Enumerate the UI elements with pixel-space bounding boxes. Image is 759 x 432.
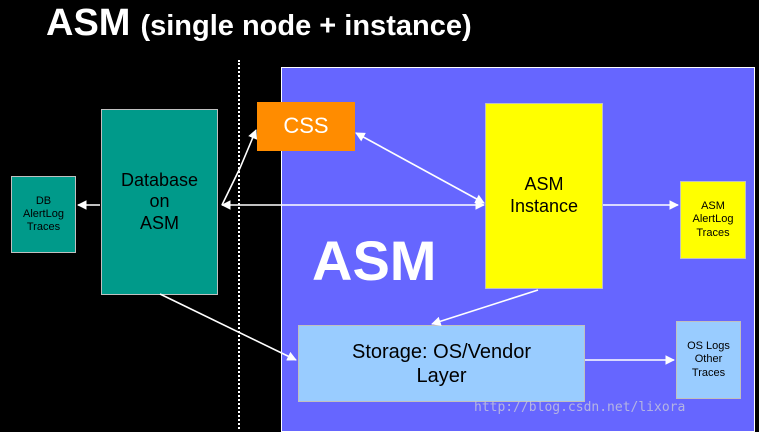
arrow-asm-instance-to-storage: [431, 289, 539, 326]
database-on-asm-box: Database on ASM: [101, 109, 218, 295]
css-box: CSS: [257, 102, 355, 151]
db-alertlog-traces-box: DB AlertLog Traces: [11, 176, 76, 253]
arrow-database-to-storage: [159, 293, 297, 361]
title-subtitle: (single node + instance): [140, 10, 472, 42]
watermark: http://blog.csdn.net/lixora: [474, 400, 686, 415]
arrow-database-to-css: [221, 129, 258, 206]
storage-layer-box: Storage: OS/Vendor Layer: [298, 325, 585, 402]
title-main: ASM: [46, 2, 131, 44]
arrow-css-asm-instance: [355, 132, 485, 204]
os-logs-traces-box: OS Logs Other Traces: [676, 321, 741, 399]
asm-alertlog-traces-box: ASM AlertLog Traces: [680, 181, 746, 259]
node-boundary-divider: [238, 60, 240, 429]
diagram-title: ASM (single node + instance): [46, 2, 472, 45]
asm-instance-box: ASM Instance: [485, 103, 603, 289]
asm-region-label: ASM: [312, 229, 437, 292]
